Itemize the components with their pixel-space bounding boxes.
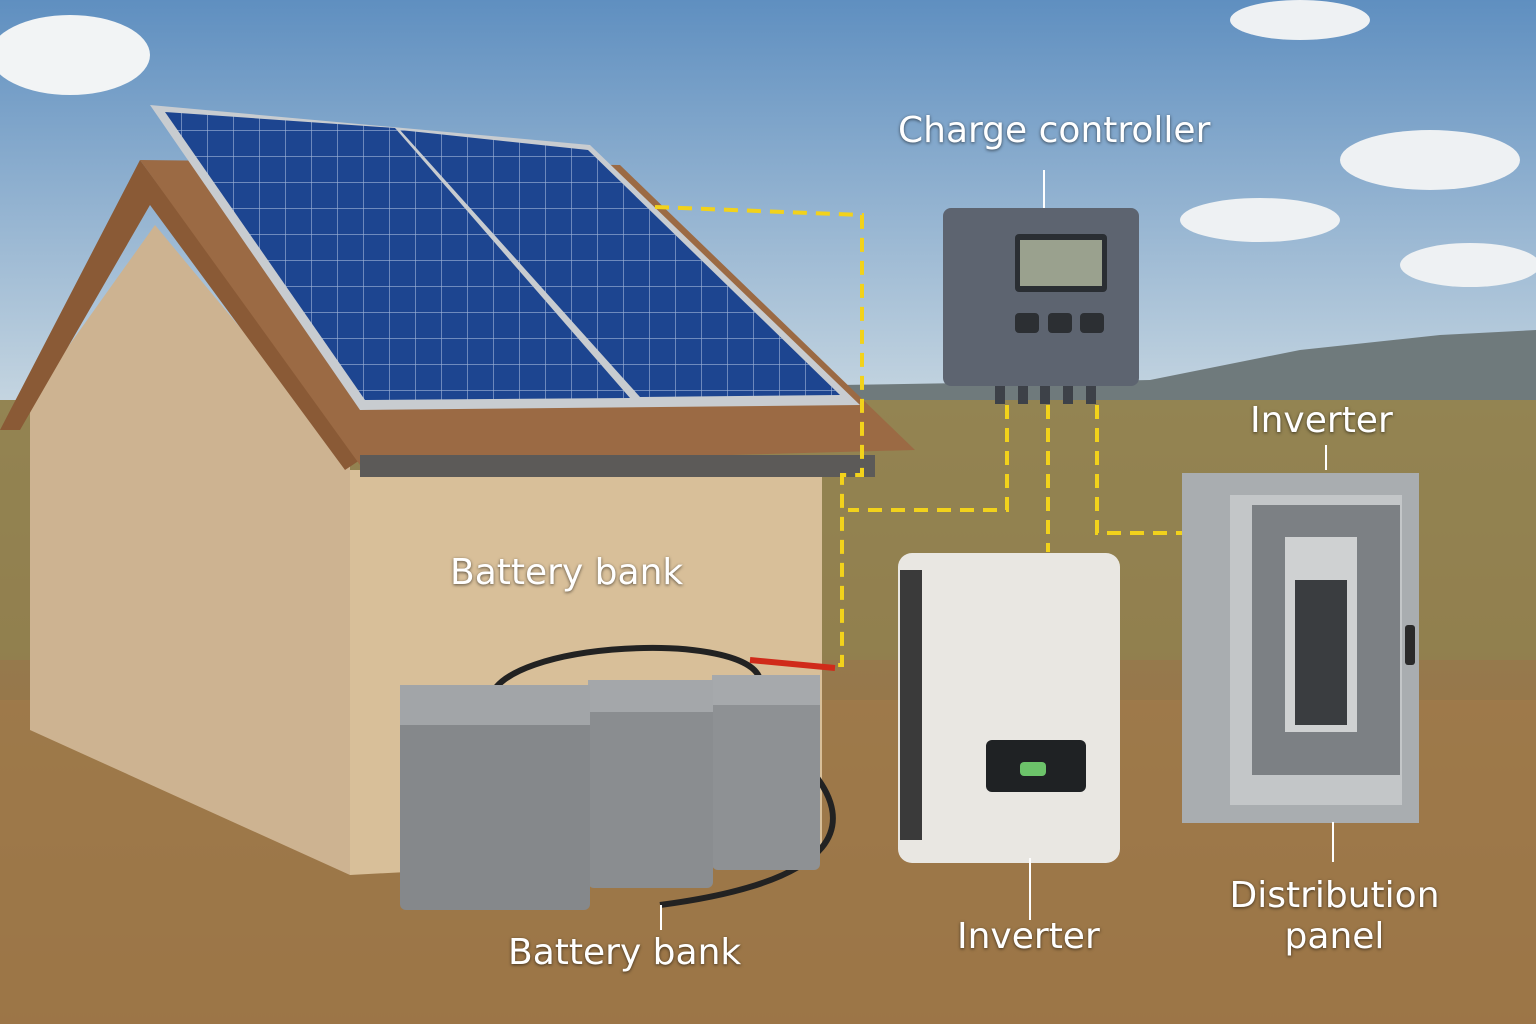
label-battery-bank-wall: Battery bank <box>450 552 684 593</box>
label-distribution-panel: Distribution panel <box>1222 875 1447 958</box>
label-inverter-top: Inverter <box>1250 400 1393 441</box>
status-light <box>1020 762 1046 776</box>
battery <box>400 685 590 910</box>
cloud <box>1230 0 1370 40</box>
solar-panels <box>150 105 860 410</box>
leader-lines <box>660 170 1334 930</box>
hills <box>840 330 1536 420</box>
button <box>1080 313 1104 333</box>
label-battery-bank: Battery bank <box>508 932 742 973</box>
label-distribution-panel-line1: Distribution <box>1229 875 1440 916</box>
cloud <box>1400 243 1536 287</box>
wiring <box>654 205 1182 667</box>
label-distribution-panel-line2: panel <box>1284 916 1385 958</box>
label-inverter: Inverter <box>957 916 1100 957</box>
roof-edge <box>0 160 360 470</box>
cloud <box>1180 198 1340 242</box>
button <box>1048 313 1072 333</box>
battery <box>712 675 820 870</box>
solar-panel <box>165 112 630 400</box>
battery <box>588 680 713 888</box>
lcd-display <box>1020 240 1102 286</box>
button <box>1015 313 1039 333</box>
charge-controller <box>943 208 1139 404</box>
inverter-unit <box>898 553 1120 863</box>
cloud <box>0 15 150 95</box>
distribution-panel <box>1182 473 1419 823</box>
battery-bank <box>400 645 836 910</box>
cloud <box>1340 130 1520 190</box>
house-side-wall <box>30 225 350 875</box>
label-charge-controller: Charge controller <box>898 110 1211 151</box>
door-handle <box>1405 625 1415 665</box>
solar-panel <box>400 130 840 397</box>
